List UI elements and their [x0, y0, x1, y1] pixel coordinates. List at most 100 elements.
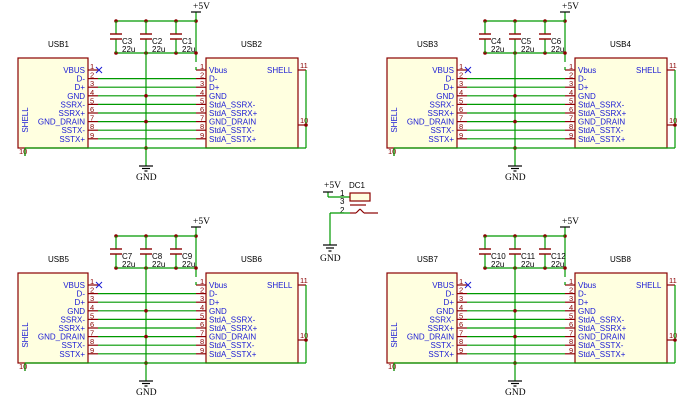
usb-left-shell-num: 10: [388, 147, 396, 156]
usb-left-pin-label: SSRX+: [428, 109, 455, 118]
usb-left-pin-label: D-: [446, 75, 455, 84]
usb-left-pin-label: D-: [77, 290, 86, 299]
usb-left-pin-num: 9: [90, 131, 94, 140]
usb-right-pin-label: StdA_SSRX-: [578, 315, 625, 324]
usb-left-pin-num: 5: [90, 311, 94, 320]
usb-left-pin-label: SSRX+: [59, 109, 86, 118]
usb-left-pin-num: 7: [90, 114, 94, 123]
junction-dot: [144, 94, 148, 98]
usb-right-pin-num: 9: [569, 346, 573, 355]
usb-right-pin-label: D+: [209, 83, 220, 92]
usb-left-ref: USB7: [417, 255, 438, 264]
usb-left-pin-num: 2: [90, 71, 94, 80]
usb-right-pin-num: 2: [200, 286, 204, 295]
no-connect-mark: [95, 66, 103, 74]
usb-left-pin-num: 4: [459, 88, 463, 97]
usb-right-pin-label: GND_DRAIN: [578, 333, 625, 342]
usb-left-pin-label: SSTX-: [430, 341, 454, 350]
usb-left-pin-num: 9: [459, 131, 463, 140]
usb-left-pin-label: GND_DRAIN: [407, 118, 454, 127]
usb-right-pin-num: 7: [200, 329, 204, 338]
cap-ref: C12: [551, 252, 566, 261]
usb-left-pin-label: GND_DRAIN: [38, 118, 85, 127]
gnd-label: GND: [136, 388, 157, 398]
usb-left-pin-label: SSTX-: [430, 126, 454, 135]
usb-right-pin-num: 4: [200, 88, 204, 97]
usb-right-pin-label: StdA_SSRX+: [578, 324, 627, 333]
usb-left-pin-label: SSTX-: [61, 126, 85, 135]
usb-left-pin-num: 7: [90, 329, 94, 338]
usb-left-pin-label: GND_DRAIN: [38, 333, 85, 342]
usb-right-shell-num: 11: [300, 61, 308, 70]
usb-left-pin-label: GND: [436, 92, 454, 101]
gnd-label: GND: [136, 173, 157, 183]
cap-value: 22u: [551, 45, 564, 54]
usb-right-pin-label: Vbus: [209, 281, 227, 290]
junction-dot: [513, 309, 517, 313]
usb-left-pin-num: 8: [90, 337, 94, 346]
no-connect-mark: [464, 281, 472, 289]
usb-right-shell-label: SHELL: [636, 281, 662, 290]
cap-ref: C9: [182, 252, 193, 261]
junction-dot: [673, 338, 677, 342]
usb-right-pin-label: GND_DRAIN: [209, 333, 256, 342]
usb-left-pin-num: 5: [459, 96, 463, 105]
usb-left-pin-num: 2: [90, 286, 94, 295]
usb-right-shell-num: 11: [300, 276, 308, 285]
junction-dot: [144, 309, 148, 313]
cap-ref: C11: [521, 252, 536, 261]
usb-left-pin-num: 3: [459, 294, 463, 303]
usb-left-pin-num: 3: [459, 79, 463, 88]
junction-dot: [513, 334, 517, 339]
usb-right-pin-num: 6: [569, 105, 573, 114]
dc-gnd-label: GND: [320, 254, 341, 264]
usb-right-pin-num: 6: [200, 105, 204, 114]
usb-right-pin-num: 2: [569, 286, 573, 295]
cap-ref: C4: [491, 37, 502, 46]
usb-right-pin-label: GND_DRAIN: [209, 118, 256, 127]
usb-left-pin-label: D-: [77, 75, 86, 84]
usb-right-pin-label: StdA_SSRX+: [578, 109, 627, 118]
usb-left-pin-num: 4: [90, 88, 94, 97]
usb-right-pin-label: Vbus: [578, 281, 596, 290]
junction-dot: [304, 123, 308, 127]
usb-left-pin-num: 2: [459, 71, 463, 80]
usb-left-shell-label: SHELL: [390, 107, 399, 133]
usb-right-pin-label: StdA_SSTX-: [209, 126, 255, 135]
usb-left-pin-num: 6: [459, 105, 463, 114]
usb-right-pin-label: StdA_SSRX-: [578, 100, 625, 109]
usb-right-pin-num: 4: [200, 303, 204, 312]
usb-right-pin-num: 6: [569, 320, 573, 329]
usb-right-pin-label: StdA_SSTX+: [209, 135, 257, 144]
dc-jack-contact: [355, 208, 361, 214]
usb-left-pin-label: GND: [436, 307, 454, 316]
usb-right-shell-label: SHELL: [267, 281, 293, 290]
usb-left-pin-label: SSTX+: [59, 135, 85, 144]
usb-left-pin-label: SSRX-: [61, 100, 86, 109]
usb-right-shell-num: 11: [669, 61, 677, 70]
usb-right-pin-num: 4: [569, 303, 573, 312]
vcc-label: +5V: [193, 2, 210, 12]
junction-dot: [513, 119, 517, 124]
usb-left-ref: USB5: [48, 255, 69, 264]
cap-ref: C1: [182, 37, 193, 46]
usb-left-pin-label: VBUS: [432, 66, 454, 75]
usb-left-pin-label: VBUS: [63, 281, 85, 290]
cap-ref: C7: [122, 252, 133, 261]
gnd-label: GND: [505, 388, 526, 398]
usb-right-ref: USB4: [610, 40, 631, 49]
usb-left-pin-label: SSRX-: [430, 100, 455, 109]
usb-right-body: [205, 272, 299, 364]
usb-left-shell-label: SHELL: [390, 322, 399, 348]
usb-left-ref: USB3: [417, 40, 438, 49]
usb-left-pin-num: 1: [459, 277, 463, 286]
usb-right-pin-num: 1: [569, 62, 573, 71]
usb-right-pin-label: D-: [578, 290, 587, 299]
usb-right-pin-num: 6: [200, 320, 204, 329]
usb-right-pin-num: 9: [200, 131, 204, 140]
cap-value: 22u: [551, 260, 564, 269]
usb-right-pin-label: StdA_SSRX+: [209, 109, 258, 118]
